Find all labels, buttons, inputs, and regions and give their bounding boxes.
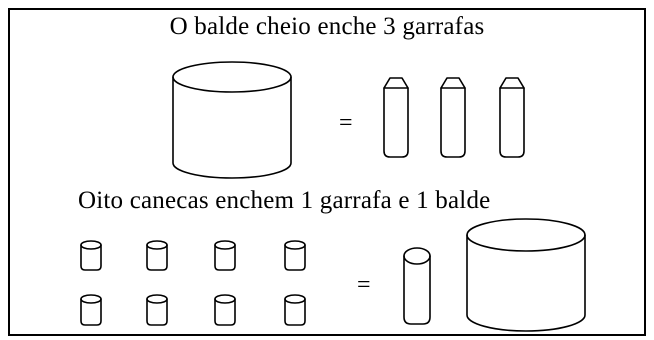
bucket-icon	[466, 218, 586, 332]
mug-icon	[80, 294, 102, 326]
bottle-icon	[499, 77, 525, 158]
mug-icon	[284, 240, 306, 271]
mug-icon	[80, 240, 102, 271]
statement-bucket-fills-bottles: O balde cheio enche 3 garrafas	[169, 13, 485, 40]
mug-icon	[146, 294, 168, 326]
equals-sign-1: =	[339, 110, 353, 136]
statement-mugs-fill-bottle-and-bucket: Oito canecas enchem 1 garrafa e 1 balde	[78, 187, 491, 214]
mug-icon	[146, 240, 168, 271]
mug-icon	[214, 240, 236, 271]
bottle-icon	[440, 77, 466, 158]
equals-sign-2: =	[357, 272, 371, 298]
bottle-icon	[403, 247, 431, 325]
bucket-icon	[172, 61, 292, 179]
diagram-frame	[8, 8, 646, 336]
bottle-icon	[383, 77, 409, 158]
mug-icon	[284, 294, 306, 326]
mug-icon	[214, 294, 236, 326]
